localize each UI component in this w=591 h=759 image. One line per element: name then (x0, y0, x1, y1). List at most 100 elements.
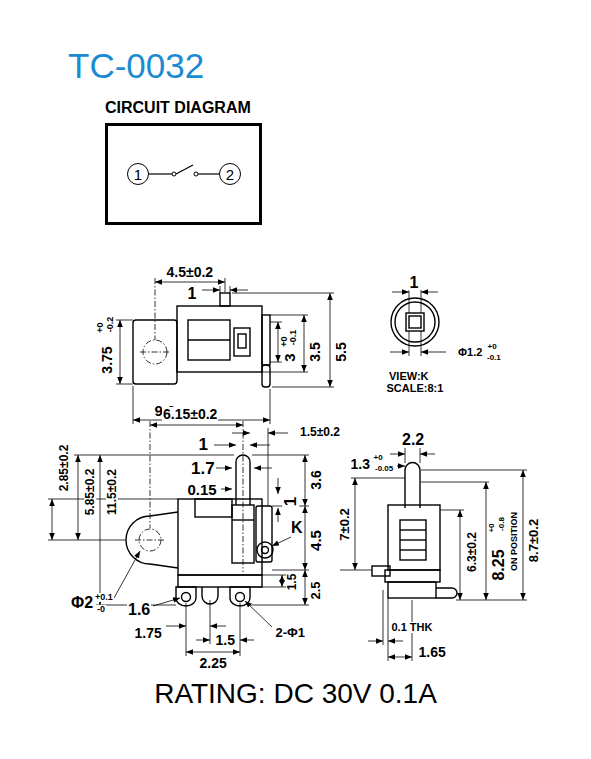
top-view-stroke (234, 328, 250, 356)
dimension-label: VIEW:K (388, 371, 430, 382)
diagram-title: TC-0032 (68, 48, 204, 83)
dimension-label: 1.75 (134, 626, 163, 640)
front-view-dimensions-stroke (232, 433, 250, 434)
dimension-label: 6.3±0.2 (466, 531, 478, 573)
dimension-label: 2.25 (199, 656, 228, 670)
front-view-dimensions-stroke (250, 445, 270, 446)
dimension-label: -0.8 (498, 516, 506, 532)
front-view-dimensions-stroke (268, 428, 269, 506)
front-view-dimensions (48, 421, 309, 656)
front-view-dimensions-stroke (48, 540, 126, 541)
front-view-dimensions-stroke (278, 508, 279, 522)
front-view-dimensions-stroke (282, 575, 283, 587)
circuit-box: CIRCUIT DIAGRAM12 (105, 123, 262, 225)
view-k-stroke (391, 298, 439, 346)
dimension-label: 1.5 (215, 633, 236, 647)
side-view-dimensions-stroke (456, 600, 527, 601)
dimension-label: 2.2 (401, 432, 425, 448)
front-view-stroke (262, 547, 269, 554)
side-view-dimensions-stroke (351, 478, 405, 479)
front-view-dimensions-stroke (52, 499, 53, 540)
switch-wire (198, 173, 219, 174)
terminal-number: 1 (134, 167, 142, 182)
dimension-label: -0 (96, 605, 106, 614)
top-view-dimensions-stroke (120, 320, 121, 384)
side-view-dimensions-stroke (460, 510, 461, 600)
side-view-dimensions-stroke (368, 641, 383, 642)
front-view-dimensions-stroke (196, 640, 210, 641)
dimension-label: 1.5 (286, 573, 298, 592)
top-view-stroke (177, 306, 262, 372)
dimension-label: 1.65 (418, 645, 447, 659)
dimension-label: 0.15 (187, 482, 218, 497)
view-k-stroke (409, 316, 421, 328)
switch-blade (176, 165, 193, 174)
view-k-stroke (395, 302, 435, 342)
side-view-dimensions-stroke (420, 448, 421, 463)
top-view-dimensions-stroke (270, 322, 282, 323)
side-view-dimensions-stroke (421, 482, 489, 483)
front-view-dimensions-stroke (268, 433, 288, 434)
front-view-stroke (135, 540, 165, 541)
terminal-number: 2 (226, 167, 234, 182)
front-view-dimensions-stroke (254, 468, 272, 469)
front-view-dimensions-stroke (278, 478, 279, 494)
dimension-label: 7±0.2 (338, 507, 351, 541)
side-view-dimensions-stroke (388, 598, 389, 661)
dimension-label: 2-Φ1 (275, 626, 306, 639)
front-view-dimensions-stroke (221, 489, 232, 490)
front-view-dimensions-stroke (78, 455, 79, 540)
view-k-stroke (390, 352, 409, 353)
contact-dot (194, 172, 198, 176)
switch-contact (149, 165, 219, 176)
side-view-stroke (400, 529, 426, 530)
side-view-stroke (436, 588, 457, 598)
dimension-label: +0 (487, 522, 495, 533)
dimension-label: 1 (409, 275, 420, 291)
side-view-dimensions-stroke (355, 478, 356, 570)
front-view-stroke (178, 499, 262, 575)
front-view-dimensions-stroke (214, 445, 236, 446)
terminal-circle: 2 (219, 163, 241, 185)
terminal-circle: 1 (127, 163, 149, 185)
front-view-dimensions-stroke (250, 605, 309, 606)
front-view-dimensions-stroke (305, 455, 306, 506)
front-view-dimensions-stroke (272, 537, 291, 546)
side-view-dimensions-stroke (523, 470, 524, 600)
dimension-label: K (290, 520, 304, 536)
top-view-dimensions-stroke (270, 315, 308, 316)
side-view-dimensions (340, 448, 527, 661)
front-view-dimensions-stroke (214, 468, 232, 469)
front-view-dimensions-stroke (240, 603, 241, 656)
front-view-dimensions-stroke (240, 640, 254, 641)
top-view-dimensions-stroke (270, 362, 282, 363)
front-view-dimensions-stroke (245, 601, 272, 627)
dimension-label: 11.5±0.2 (106, 468, 118, 516)
front-view-dimensions-stroke (250, 587, 286, 588)
top-view (133, 293, 270, 387)
top-view-dimensions-stroke (262, 372, 308, 373)
front-view (126, 455, 273, 606)
top-view-dimensions-stroke (155, 282, 225, 283)
front-view-dimensions-stroke (305, 570, 306, 605)
top-view-dimensions-stroke (202, 290, 220, 291)
side-view-stroke (385, 570, 440, 582)
dimension-label: 3.5 (307, 341, 321, 362)
front-view-stroke (232, 519, 254, 520)
dimension-label: 1 (282, 495, 299, 506)
dimension-label: 3.6 (308, 469, 322, 490)
side-view-dimensions-stroke (420, 454, 435, 455)
top-view-dimensions-stroke (272, 387, 334, 388)
top-view-dimensions-stroke (225, 278, 226, 292)
top-view-stroke (188, 320, 230, 360)
top-view-dimensions-stroke (116, 320, 133, 321)
side-view-stroke (405, 463, 420, 508)
view-k (390, 290, 446, 356)
dimension-label: 1.6 (127, 602, 151, 618)
dimension-label: Φ1.2 (457, 347, 483, 358)
top-view-dimensions-stroke (230, 286, 231, 293)
dimension-label: 2.5 (309, 580, 322, 600)
side-view-dimensions-stroke (388, 657, 412, 658)
dimension-label: -0.1 (486, 354, 502, 362)
side-view-dimensions-stroke (405, 448, 406, 463)
